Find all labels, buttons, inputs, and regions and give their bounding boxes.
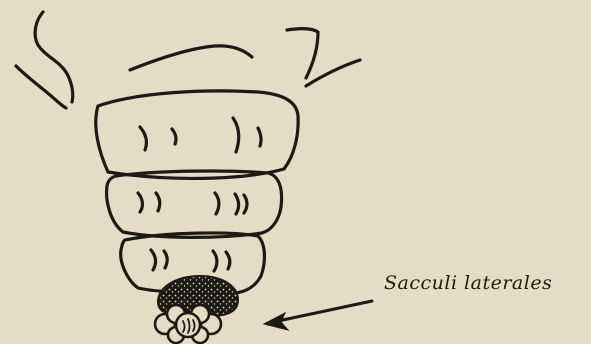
upper-right-hook: [287, 29, 318, 78]
body-segment-1: [96, 91, 298, 178]
body-segment-2: [107, 171, 282, 237]
upper-right-stroke: [306, 60, 360, 86]
sacculi-laterales-label: Sacculi laterales: [384, 272, 552, 294]
upper-left-stroke: [16, 66, 66, 108]
upper-middle-arc: [130, 46, 252, 70]
label-pointer-arrow: [264, 301, 372, 330]
